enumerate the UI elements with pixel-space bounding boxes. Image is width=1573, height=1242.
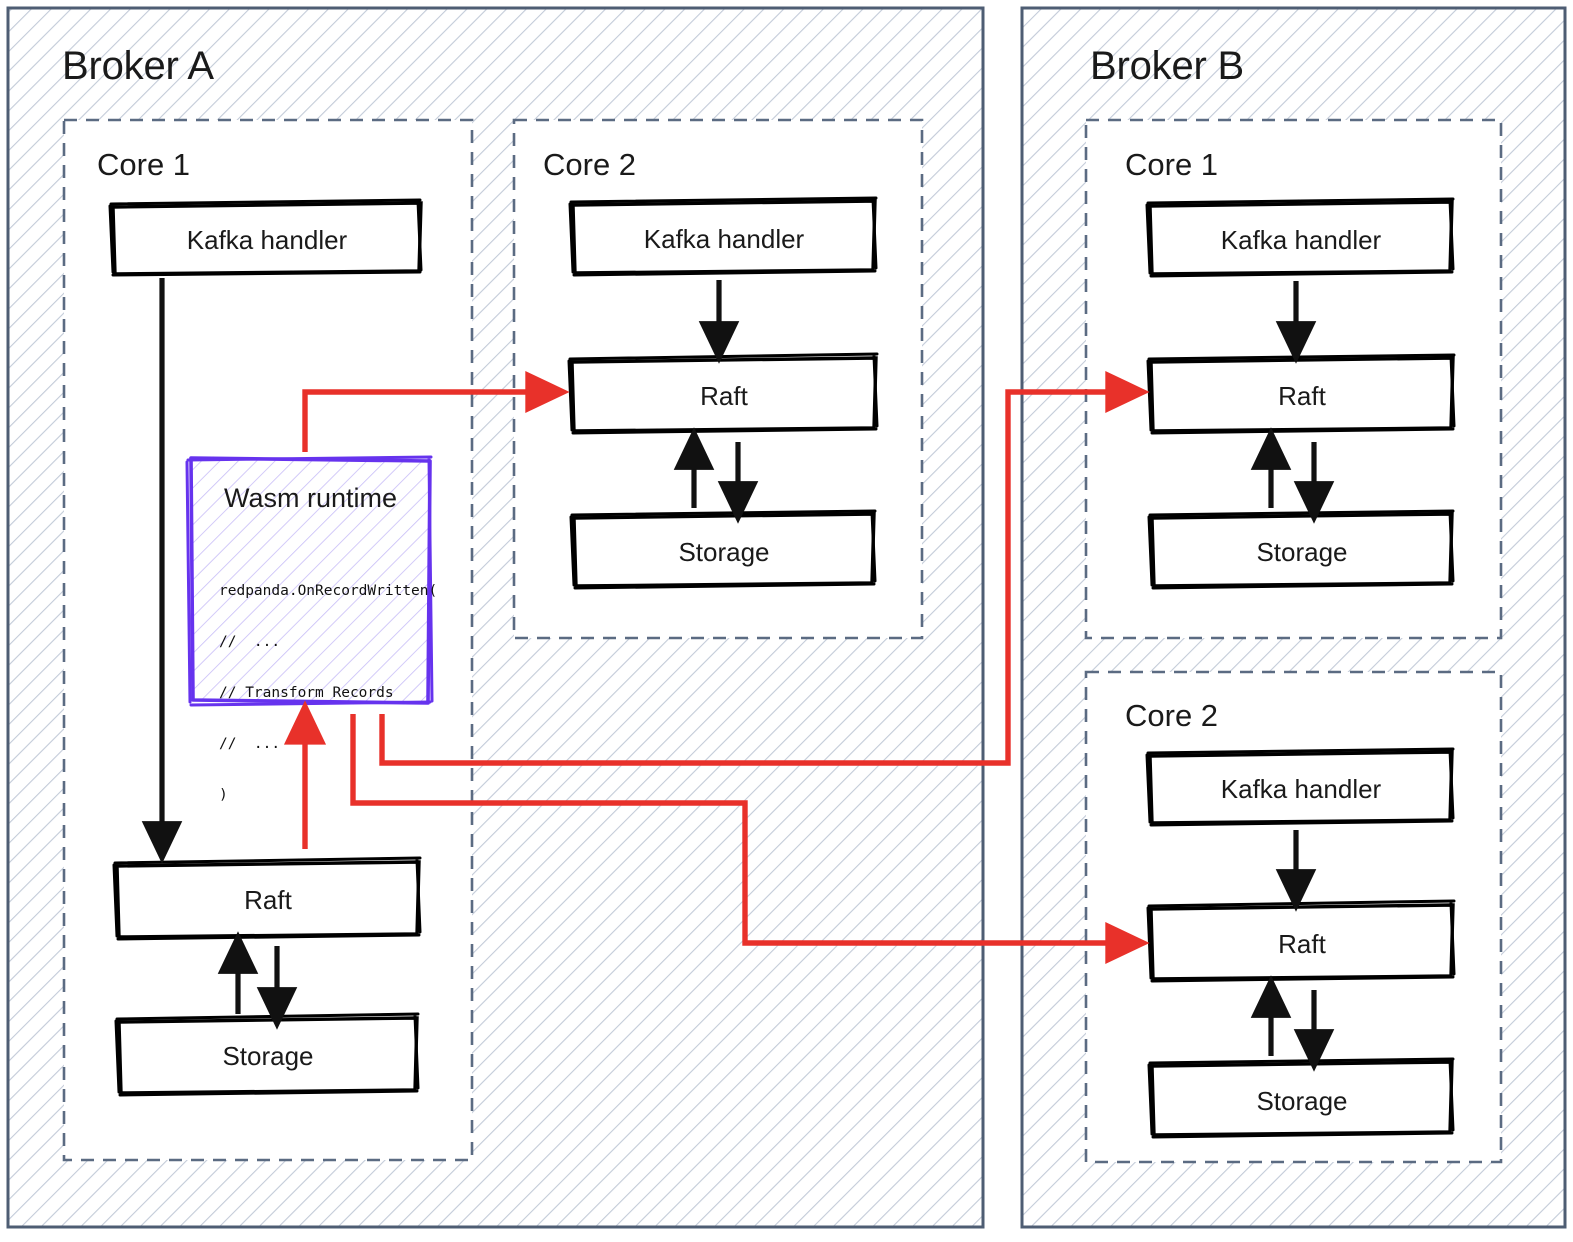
broker-a-core-2-storage-box	[569, 509, 877, 590]
red-arrows-group	[283, 370, 1150, 965]
broker-b-core-1-raft-box	[1146, 353, 1456, 435]
arrow-wasm-to-b1-raft	[379, 370, 1150, 766]
broker-a-core-1-border	[62, 118, 474, 1162]
black-arrows-group	[141, 278, 1335, 1072]
broker-a-core-2-raft-box	[567, 352, 879, 435]
arrow-wasm-to-a2-raft	[302, 370, 570, 452]
broker-b-core-2-storage-box	[1147, 1057, 1455, 1139]
broker-a-core-1-raft-box	[112, 856, 422, 941]
broker-a-core-1-storage-box	[114, 1012, 420, 1097]
broker-a-core-1-kafka-handler-box	[108, 198, 423, 277]
wasm-runtime-box	[185, 455, 434, 707]
broker-a-core-2-border	[512, 118, 924, 640]
broker-b-core-2-border	[1084, 670, 1503, 1164]
broker-b-core-1-border	[1084, 118, 1503, 640]
broker-b-core-1-kafka-handler-box	[1145, 197, 1455, 278]
broker-b-core-2-kafka-handler-box	[1145, 747, 1455, 827]
broker-b-core-2-raft-box	[1146, 899, 1456, 983]
broker-b-core-1-storage-box	[1147, 509, 1455, 590]
broker-a-core-2-kafka-handler-box	[568, 196, 878, 277]
arrow-wasm-to-b2-raft	[350, 714, 1150, 965]
broker-b-container	[1020, 6, 1567, 1229]
